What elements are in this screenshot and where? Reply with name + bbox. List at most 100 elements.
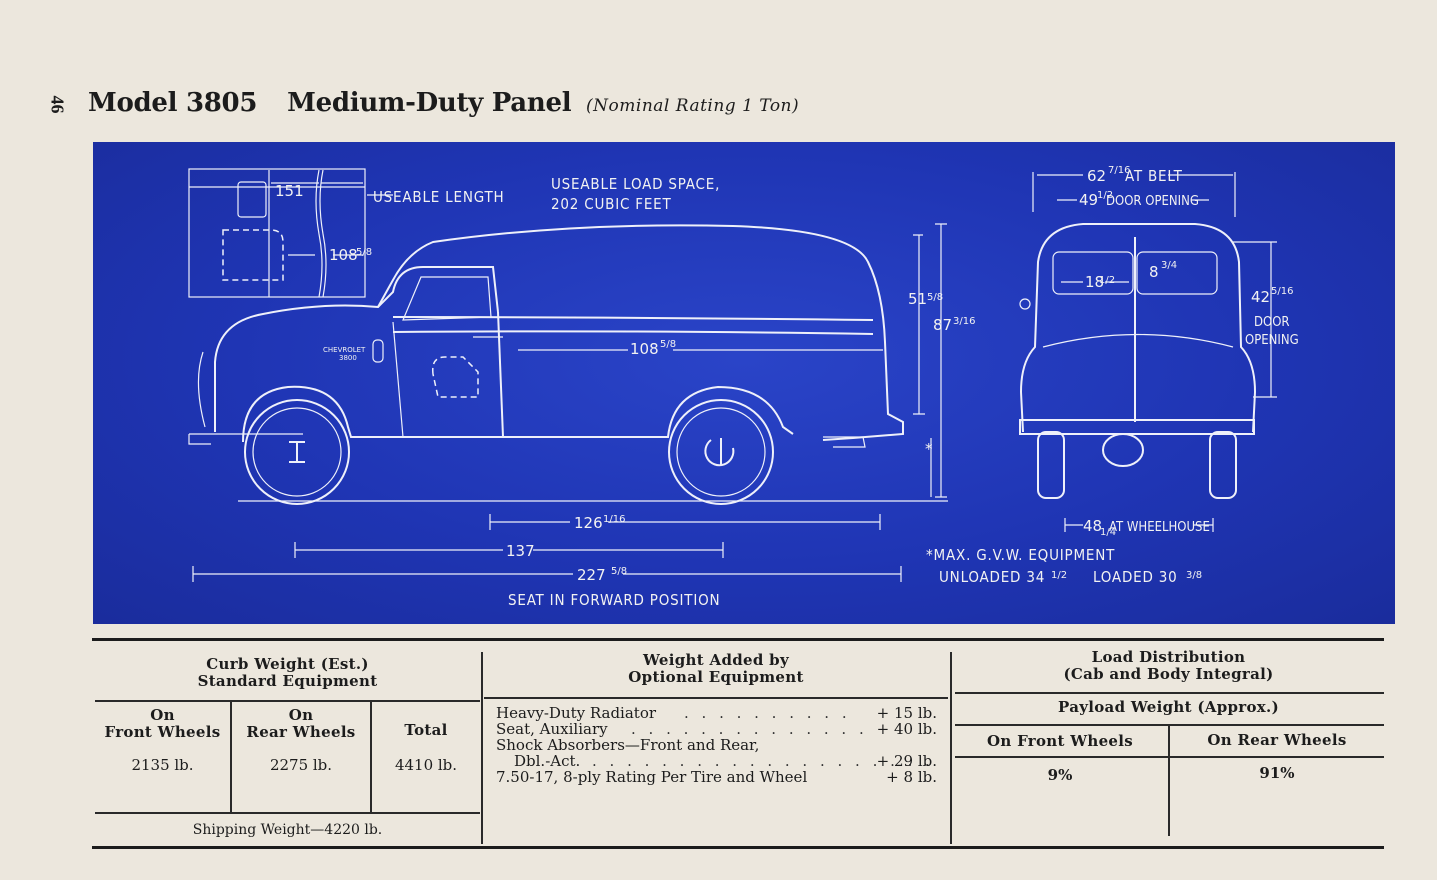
load-col-rule [955, 756, 1384, 758]
optional-item-amount: + 40 lb. [876, 720, 937, 738]
curb-shipping-rule [95, 812, 480, 814]
belt-fraction: 7/16 [1108, 165, 1130, 176]
optional-item-label: Seat, Auxiliary [496, 720, 608, 738]
table-bottom-rule [92, 846, 1384, 849]
section-sep-1 [481, 652, 483, 844]
payload-weight-header: Payload Weight (Approx.) [1058, 698, 1279, 716]
window-height-frac: 3/4 [1161, 260, 1177, 271]
curb-title-line2: Standard Equipment [197, 672, 378, 690]
dim-line-126 [489, 514, 881, 530]
optional-header-rule [484, 697, 948, 699]
load-title: Load Distribution (Cab and Body Integral… [953, 649, 1384, 683]
door-height: 42 [1251, 288, 1270, 306]
model-number: Model 3805 [88, 88, 258, 118]
col-header-front: On Front Wheels [95, 707, 230, 741]
blueprint-drawing: 151 108 5/8 USEABLE LENGTH USEABLE LOAD … [188, 165, 1299, 609]
dim-87-frac: 3/16 [953, 316, 975, 327]
shipping-weight: Shipping Weight—4220 lb. [192, 822, 383, 838]
col-front-line2: Front Wheels [104, 723, 221, 741]
optional-item-amount: + 8 lb. [886, 768, 937, 786]
dim-108-side-frac: 5/8 [660, 339, 676, 350]
optional-title-line1: Weight Added by [643, 651, 789, 669]
load-col-rear: On Rear Wheels [1207, 731, 1347, 749]
col-rear-line2: Rear Wheels [246, 723, 356, 741]
dim-line-door-height [1233, 241, 1277, 398]
optional-item-label: Heavy-Duty Radiator [496, 704, 657, 722]
load-col-sep [1168, 726, 1170, 836]
curb-col-sep1 [230, 702, 232, 812]
optional-item-label: Shock Absorbers—Front and Rear, [496, 736, 760, 754]
dim-line-137 [294, 542, 724, 558]
dim-227: 227 [577, 566, 606, 584]
truck-rear-view [1019, 172, 1257, 499]
curb-col-sep2 [370, 702, 372, 812]
load-header-rule [955, 692, 1384, 694]
dim-108-side: 108 [630, 340, 659, 358]
gvw-line1: *MAX. G.V.W. EQUIPMENT [926, 546, 1115, 564]
leader-dots: . . . . . . . . . . . . . . . . . . . . [592, 752, 934, 770]
dim-151: 151 [275, 182, 304, 200]
dim-108-plan-frac: 5/8 [356, 247, 372, 258]
door-opening-fraction: 1/2 [1097, 190, 1113, 201]
plan-view [188, 168, 393, 298]
payload-header-rule [955, 724, 1384, 726]
dim-126: 126 [574, 514, 603, 532]
optional-item-amount: + 15 lb. [876, 704, 937, 722]
door-height-frac: 5/16 [1271, 286, 1293, 297]
door-height-label2: OPENING [1245, 333, 1299, 348]
optional-title: Weight Added by Optional Equipment [484, 652, 948, 686]
gvw-unloaded-frac: 1/2 [1051, 570, 1067, 581]
load-title-line2: (Cab and Body Integral) [1063, 665, 1274, 683]
window-width-frac: 1/2 [1099, 275, 1115, 286]
model-name: Medium-Duty Panel [287, 88, 572, 118]
dim-line-51 [913, 234, 925, 415]
col-rear-line1: On [288, 706, 314, 724]
col-header-rear: On Rear Wheels [232, 707, 370, 741]
door-opening-number: 49 [1079, 191, 1098, 209]
dim-51: 51 [908, 290, 927, 308]
truck-side-view [188, 224, 904, 505]
dim-line-wheelhouse [1064, 518, 1214, 532]
window-height: 8 [1149, 263, 1159, 281]
page-title: Model 3805 Medium-Duty Panel (Nominal Rat… [88, 88, 799, 118]
gvw-loaded-frac: 3/8 [1186, 570, 1202, 581]
col-header-total: Total [404, 721, 448, 739]
wheelhouse-fraction: 1/4 [1100, 527, 1116, 538]
blueprint-diagram: 151 108 5/8 USEABLE LENGTH USEABLE LOAD … [93, 142, 1395, 624]
curb-title-line1: Curb Weight (Est.) [206, 655, 369, 673]
curb-total-value: 4410 lb. [394, 756, 458, 774]
leader-dots: . . . . . . . . . . . . . . [631, 720, 868, 738]
useable-length-label: USEABLE LENGTH [373, 188, 504, 206]
curb-rear-value: 2275 lb. [269, 756, 333, 774]
optional-item-label: Dbl.-Act. [514, 752, 581, 770]
col-front-line1: On [150, 706, 175, 724]
dim-126-frac: 1/16 [603, 514, 625, 525]
leader-dots: . . . . . . . . . . [684, 704, 851, 722]
optional-item-label: 7.50-17, 8-ply Rating Per Tire and Wheel [496, 768, 808, 786]
load-rear-value: 91% [1259, 764, 1295, 782]
load-col-front: On Front Wheels [986, 732, 1134, 750]
load-space-line2: 202 CUBIC FEET [551, 195, 672, 213]
optional-title-line2: Optional Equipment [628, 668, 804, 686]
dim-137: 137 [506, 542, 535, 560]
nominal-rating: (Nominal Rating 1 Ton) [586, 96, 800, 116]
table-top-rule [92, 638, 1384, 641]
wheelhouse-label: AT WHEELHOUSE [1109, 520, 1210, 535]
optional-item-amount: + 29 lb. [876, 752, 937, 770]
dim-227-frac: 5/8 [611, 566, 627, 577]
dim-51-frac: 5/8 [927, 292, 943, 303]
curb-header-rule [95, 700, 480, 702]
wheelhouse-number: 48 [1083, 517, 1102, 535]
dim-108-plan: 108 [329, 246, 358, 264]
gvw-loaded: LOADED 30 [1093, 568, 1178, 586]
load-title-line1: Load Distribution [1091, 648, 1246, 666]
dim-line-87 [935, 223, 947, 498]
curb-front-value: 2135 lb. [131, 756, 194, 774]
belt-number: 62 [1087, 167, 1106, 185]
load-front-value: 9% [1047, 766, 1073, 784]
seat-position-label: SEAT IN FORWARD POSITION [508, 591, 720, 609]
asterisk-mark: * [925, 440, 933, 458]
load-space-line1: USEABLE LOAD SPACE, [551, 175, 720, 193]
chevrolet-emblem: CHEVROLET [323, 346, 366, 354]
door-opening-label: DOOR OPENING [1106, 194, 1199, 209]
